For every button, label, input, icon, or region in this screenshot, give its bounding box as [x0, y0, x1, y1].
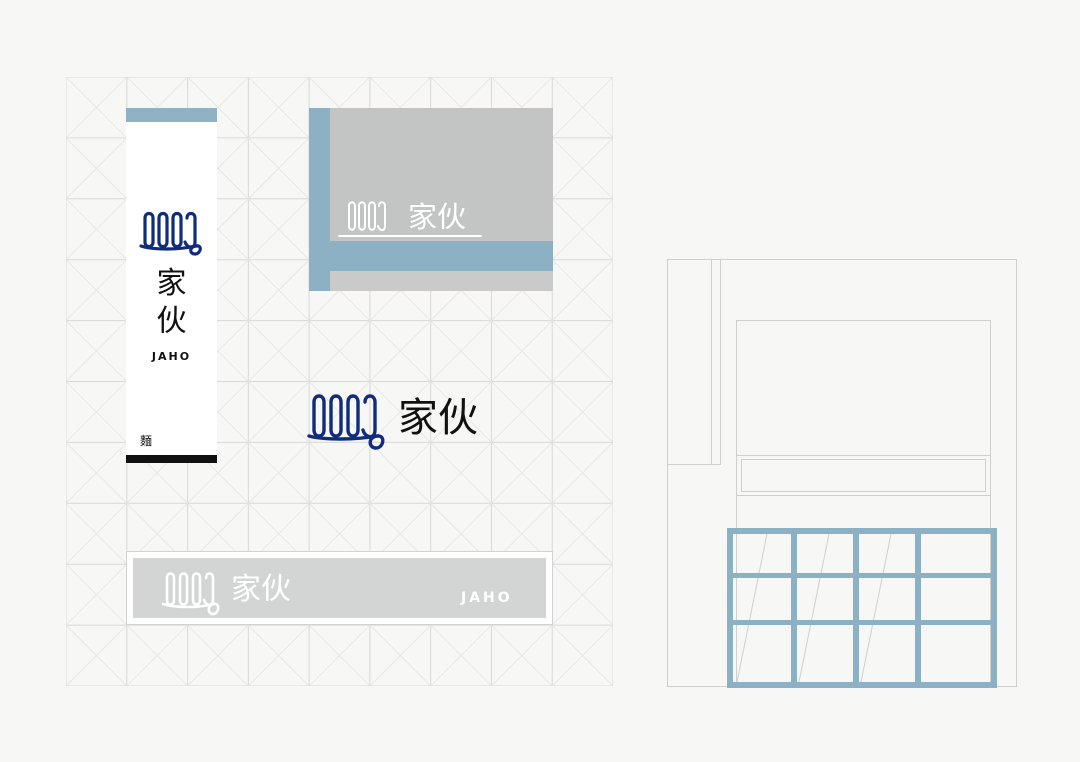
sign-box-brand-name: 家伙 [408, 200, 467, 234]
jaho-logo-icon-large [307, 394, 385, 450]
vertical-banner-bottom-stripe [126, 455, 217, 463]
vertical-banner-char-1: 家 [156, 266, 187, 301]
horizontal-banner-brand-name: 家伙 [231, 572, 291, 607]
elevation-side-pillar [667, 259, 721, 465]
horizontal-banner-panel: 家伙 JAHO [133, 558, 546, 618]
sign-box: 家伙 [309, 108, 553, 291]
vertical-banner-top-stripe [126, 108, 217, 122]
vertical-banner-tag: 麵 [140, 434, 153, 448]
horizontal-banner: 家伙 JAHO [126, 551, 553, 625]
jaho-logo-icon [139, 211, 202, 256]
vertical-banner: 家 伙 JAHO 麵 [126, 108, 217, 463]
elevation-signboard [736, 455, 991, 496]
vertical-banner-char-2: 伙 [156, 304, 187, 339]
vertical-banner-en-name: JAHO [151, 350, 192, 363]
elevation-window-grid [727, 528, 997, 688]
jaho-logo-icon-white [161, 572, 220, 616]
jaho-logo-icon-white [338, 201, 482, 237]
sign-box-bottom-strip [309, 241, 553, 271]
horizontal-banner-en-name: JAHO [461, 590, 513, 606]
sign-box-bottom-inner [330, 271, 553, 291]
central-brand-name: 家伙 [398, 395, 478, 441]
elevation-inner-frame [736, 320, 991, 687]
storefront-elevation [667, 259, 1017, 688]
